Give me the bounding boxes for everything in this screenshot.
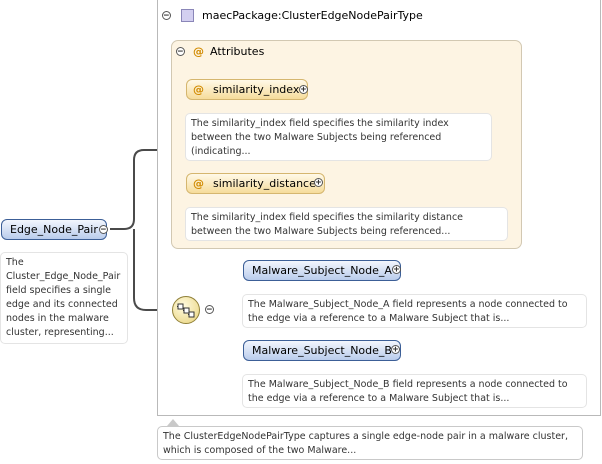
attribute-icon: @: [193, 83, 204, 96]
expand-icon[interactable]: +: [314, 178, 323, 188]
sequence-compositor-icon[interactable]: [172, 296, 200, 324]
element-label: Edge_Node_Pair: [10, 223, 98, 236]
attribute-similarity-distance[interactable]: @ similarity_distance: [186, 173, 325, 194]
complex-type-documentation: The ClusterEdgeNodePairType captures a s…: [157, 426, 583, 460]
complex-type-header: − maecPackage:ClusterEdgeNodePairType: [162, 6, 423, 24]
attribute-documentation: The similarity_index field specifies the…: [185, 113, 492, 161]
connector-to-attributes: [110, 149, 171, 230]
expand-icon[interactable]: +: [392, 265, 401, 275]
complex-type-icon: [181, 8, 194, 22]
attribute-name: similarity_index: [213, 83, 300, 96]
expand-icon[interactable]: +: [299, 85, 308, 95]
element-documentation: The Cluster_Edge_Node_Pair field specifi…: [0, 252, 128, 344]
element-documentation: The Malware_Subject_Node_A field represe…: [242, 294, 587, 328]
element-malware-subject-node-a[interactable]: Malware_Subject_Node_A: [243, 260, 401, 281]
collapse-icon[interactable]: −: [205, 305, 214, 315]
attribute-similarity-index[interactable]: @ similarity_index: [186, 79, 309, 100]
attribute-icon: @: [193, 45, 204, 58]
collapse-icon[interactable]: −: [162, 10, 171, 21]
sequence-glyph: [177, 303, 195, 318]
element-malware-subject-node-b[interactable]: Malware_Subject_Node_B: [243, 340, 401, 361]
element-label: Malware_Subject_Node_B: [252, 344, 392, 357]
attribute-documentation: The similarity_index field specifies the…: [185, 207, 508, 241]
documentation-pointer: [167, 419, 179, 426]
attribute-icon: @: [193, 177, 204, 190]
element-edge-node-pair[interactable]: Edge_Node_Pair: [1, 219, 107, 240]
collapse-icon[interactable]: −: [176, 47, 185, 57]
collapse-icon[interactable]: −: [99, 225, 108, 235]
connector-to-sequence: [133, 229, 172, 311]
expand-icon[interactable]: +: [391, 345, 400, 355]
element-label: Malware_Subject_Node_A: [252, 264, 392, 277]
attribute-name: similarity_distance: [213, 177, 316, 190]
element-documentation: The Malware_Subject_Node_B field represe…: [242, 374, 587, 408]
attributes-header: − @ Attributes: [176, 45, 264, 58]
complex-type-title: maecPackage:ClusterEdgeNodePairType: [202, 8, 423, 22]
attributes-group-title: Attributes: [210, 45, 265, 58]
